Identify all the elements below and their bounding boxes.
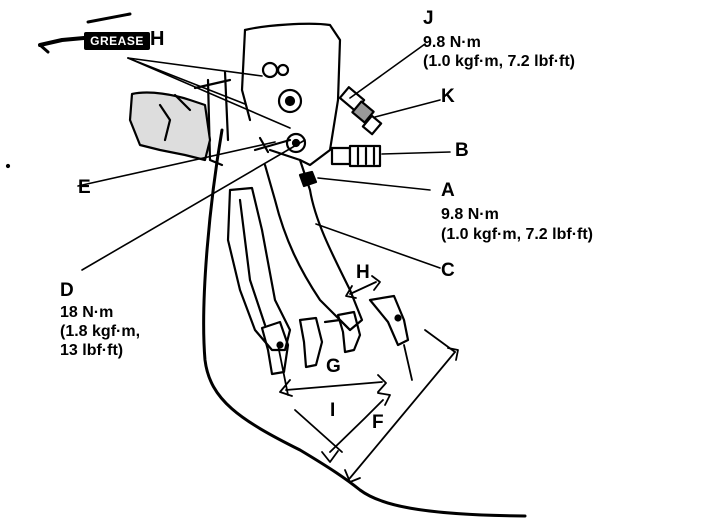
callout-f-letter: F	[372, 412, 384, 433]
callout-i-letter: I	[330, 400, 336, 421]
switch-j-k	[338, 86, 383, 136]
callout-j-torque: 9.8 N·m	[423, 34, 481, 51]
grease-label-tail: H	[150, 28, 165, 50]
grease-label: GREASE	[84, 32, 150, 50]
grease-applicator-icon	[38, 12, 132, 54]
callout-d-torque-alt-2: 13 lbf·ft)	[60, 342, 124, 359]
callout-g-letter: G	[326, 356, 341, 377]
callout-d-torque: 18 N·m	[60, 304, 114, 321]
callout-a-torque-alt: (1.0 kgf·m, 7.2 lbf·ft)	[441, 226, 594, 243]
clutch-pedal	[226, 186, 292, 352]
callout-h-letter: H	[356, 262, 370, 283]
floor-line	[202, 128, 527, 518]
callout-k-letter: K	[441, 86, 455, 107]
leader-lines	[77, 43, 451, 271]
master-cylinder-body	[128, 91, 212, 162]
upper-pivot	[261, 61, 303, 114]
switch-b	[330, 144, 382, 168]
callout-d-torque-alt-1: (1.8 kgf·m,	[60, 323, 141, 340]
callout-j-torque-alt: (1.0 kgf·m, 7.2 lbf·ft)	[423, 53, 576, 70]
pushrod-clevis	[253, 132, 307, 154]
callout-e-letter: E	[78, 177, 91, 198]
callout-b-letter: B	[455, 140, 469, 161]
callout-d-letter: D	[60, 280, 74, 301]
callout-a-torque: 9.8 N·m	[441, 206, 499, 223]
callout-a-letter: A	[441, 180, 455, 201]
callout-j-letter: J	[423, 8, 434, 29]
dimension-lines	[277, 275, 459, 483]
pedal-arm	[263, 148, 364, 332]
callout-c-letter: C	[441, 260, 455, 281]
